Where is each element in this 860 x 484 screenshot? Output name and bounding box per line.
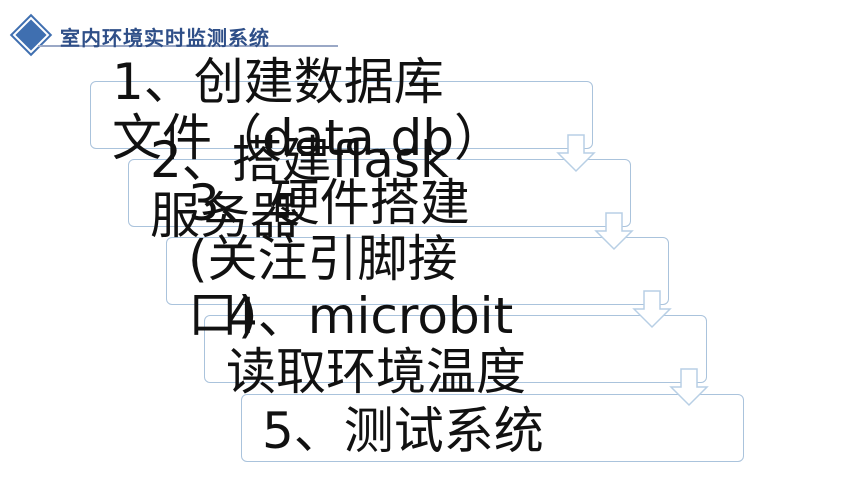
down-arrow-icon [632,289,672,329]
page-title: 室内环境实时监测系统 [60,26,270,50]
down-arrow-icon [594,211,634,251]
down-arrow-icon [669,367,709,407]
step-box-5 [241,394,744,462]
down-arrow-icon [556,133,596,173]
step-box-1 [90,81,593,149]
header-divider [38,45,338,47]
header: 室内环境实时监测系统 [8,16,348,54]
step-box-3 [166,237,669,305]
step-box-4 [204,315,707,383]
step-box-2 [128,159,631,227]
step-label-2: 2、搭建flask 服务器 [150,131,449,245]
step-label-1: 1、创建数据库 文件（data.db） [112,53,504,167]
diamond-icon [12,16,50,54]
step-label-5: 5、测试系统 [262,402,544,460]
step-label-3: 3、硬件搭建 (关注引脚接 口) [188,174,470,344]
step-label-4: 4、microbit 读取环境温度 [226,287,526,401]
